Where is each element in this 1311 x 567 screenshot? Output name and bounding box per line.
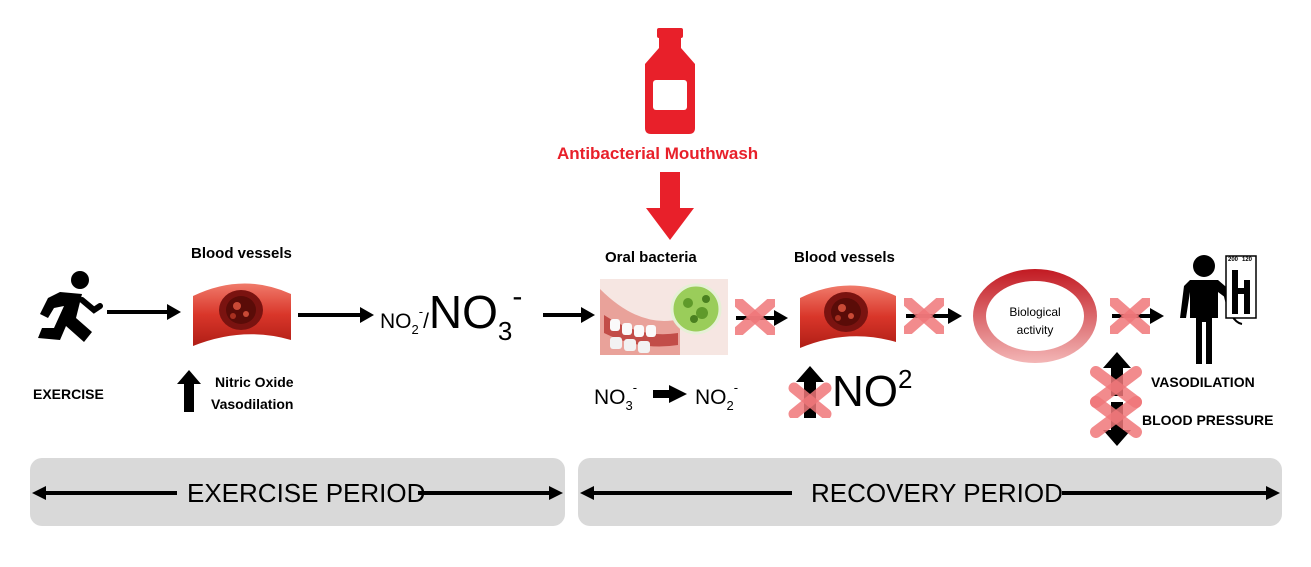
nitrite-product: NO2- <box>695 380 739 413</box>
recovery-period-double-arrow <box>580 486 1280 500</box>
gauge-left-value: 200 <box>1228 257 1239 263</box>
conversion-arrow-icon <box>653 385 687 403</box>
arrow-exercise-to-vessel <box>107 310 169 314</box>
cross-mark-icon <box>735 299 775 335</box>
gauge-right-value: 120 <box>1242 257 1253 263</box>
nitrate-to-nitrite-conversion: NO3- <box>594 380 638 413</box>
blocked-up-down-arrow-icon <box>1090 352 1142 446</box>
activity-label: activity <box>1016 323 1054 337</box>
mouthwash-bottle-icon <box>645 28 695 134</box>
blocked-up-arrow-icon <box>788 366 832 418</box>
nitric-oxide-formula: NO2 <box>832 364 913 416</box>
oral-bacteria-image <box>600 279 728 355</box>
vasodilation-label-2: VASODILATION <box>1151 374 1255 390</box>
biological-activity-ring <box>973 269 1097 363</box>
vasodilation-label-1: Vasodilation <box>211 396 294 412</box>
mouthwash-label: Antibacterial Mouthwash <box>557 144 759 163</box>
vessel-title-1: Blood vessels <box>191 245 292 262</box>
arrow-head <box>581 307 595 323</box>
blood-vessel-image-2 <box>800 285 896 348</box>
biological-label: Biological <box>1009 305 1061 319</box>
vessel-title-2: Blood vessels <box>794 249 895 266</box>
nitric-oxide-label: Nitric Oxide <box>215 374 294 390</box>
exercise-label: EXERCISE <box>33 386 104 402</box>
blood-pressure-label: BLOOD PRESSURE <box>1142 412 1274 428</box>
arrow-head <box>948 308 962 324</box>
arrow-head <box>167 304 181 320</box>
arrow-head <box>360 307 374 323</box>
exercise-period-double-arrow <box>32 486 563 500</box>
arrow-head <box>1150 308 1164 324</box>
recovery-period-label: RECOVERY PERIOD <box>811 478 1063 508</box>
nitrite-nitrate-formula: NO2-/NO3- <box>380 280 523 346</box>
arrow-head <box>774 310 788 326</box>
cross-mark-icon <box>904 298 944 334</box>
exercise-period-label: EXERCISE PERIOD <box>187 478 426 508</box>
oral-bacteria-title: Oral bacteria <box>605 249 697 266</box>
arrow-vessel-to-nitrite <box>298 313 362 317</box>
arrow-nitrate-to-oral <box>543 313 583 317</box>
red-down-arrow-icon <box>646 172 694 240</box>
cross-mark-icon <box>1110 298 1150 334</box>
up-arrow-icon <box>177 370 201 412</box>
person-blood-pressure-icon <box>1180 255 1257 364</box>
blood-vessel-image-1 <box>193 283 291 346</box>
runner-icon <box>38 271 103 342</box>
